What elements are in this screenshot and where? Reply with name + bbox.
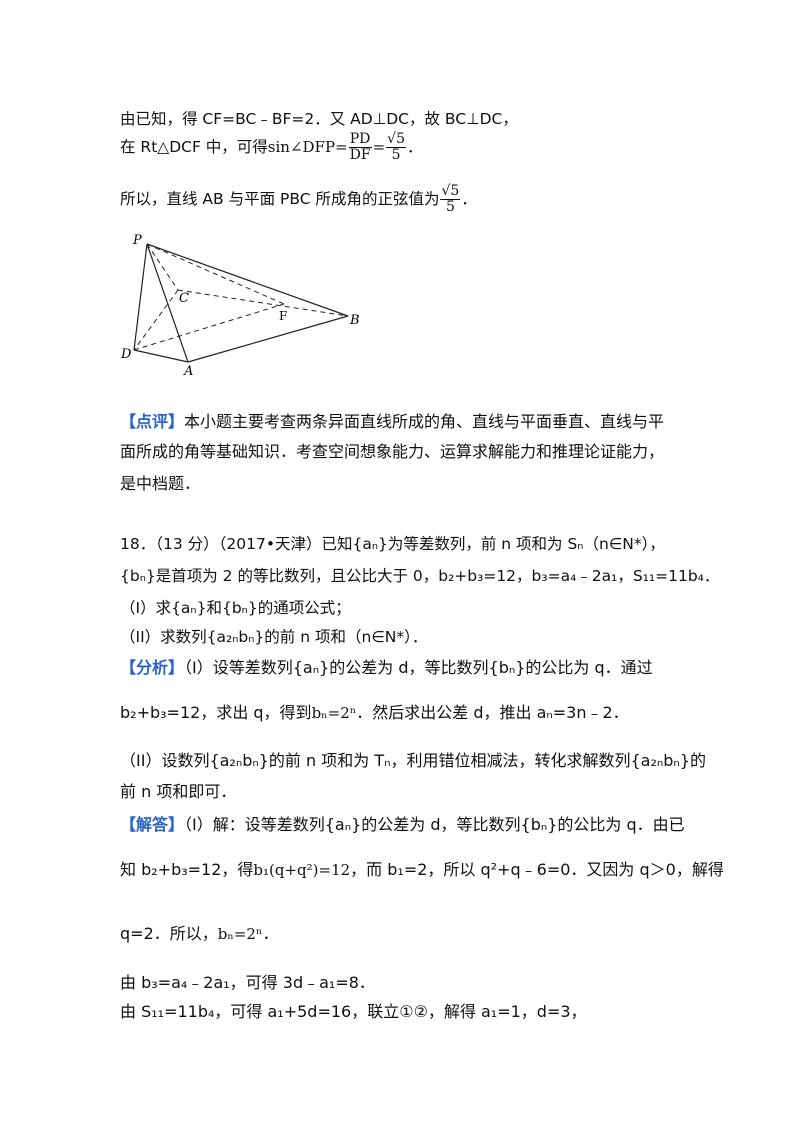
edge-pa	[146, 243, 189, 363]
analysis-line-3: （II）设数列{a₂ₙbₙ}的前 n 项和为 Tₙ，利用错位相减法，转化求解数列…	[120, 751, 706, 770]
label-p: P	[132, 233, 142, 248]
question-18-part-1: （I）求{aₙ}和{bₙ}的通项公式；	[120, 599, 351, 617]
solution-line-1: 由已知，得 CF=BC﹣BF=2．又 AD⊥DC，故 BC⊥DC，	[120, 110, 518, 128]
solution-q18-line-2: 知 b₂+b₃=12，得b₁(q+q²)=12，而 b₁=2，所以 q²+q﹣6…	[120, 860, 724, 879]
label-c: C	[179, 291, 189, 306]
sin-formula: sin∠DFP=	[267, 138, 348, 156]
analysis-tag: 【分析】	[120, 658, 185, 677]
edge-df	[133, 303, 285, 351]
edge-pd	[133, 243, 148, 351]
formula-b1: b₁(q+q²)=12	[253, 861, 351, 879]
label-a: A	[183, 364, 193, 379]
edge-da	[133, 349, 189, 363]
edge-ab	[187, 315, 349, 363]
label-b: B	[349, 313, 360, 328]
formula-bn-2: bₙ=2ⁿ	[217, 925, 263, 943]
comment-line-3: 是中档题．	[120, 474, 201, 493]
label-f: F	[279, 309, 287, 323]
solution-q18-line-3: q=2．所以，bₙ=2ⁿ．	[120, 924, 279, 943]
solution-q18-line-5: 由 S₁₁=11b₄，可得 a₁+5d=16，联立①②，解得 a₁=1，d=3，	[120, 1002, 587, 1021]
solution-q18-line-1: 【解答】（I）解：设等差数列{aₙ}的公差为 d，等比数列{bₙ}的公比为 q．…	[120, 815, 685, 834]
edge-cd	[133, 289, 179, 351]
edge-cb	[177, 289, 349, 317]
question-18-part-2: （II）求数列{a₂ₙbₙ}的前 n 项和（n∈N*）．	[120, 628, 428, 646]
analysis-line-2: b₂+b₃=12，求出 q，得到bₙ=2ⁿ．然后求出公差 d，推出 aₙ=3n﹣…	[120, 703, 629, 722]
edge-pb	[146, 243, 349, 317]
edge-pc	[146, 243, 179, 291]
edge-pf	[146, 243, 285, 305]
pyramid-figure: P C F B D A	[120, 233, 360, 379]
question-18-line-1: 18．（13 分）（2017•天津）已知{aₙ}为等差数列，前 n 项和为 Sₙ…	[120, 535, 665, 553]
comment-tag: 【点评】	[120, 412, 185, 431]
solution-q18-line-4: 由 b₃=a₄﹣2a₁，可得 3d﹣a₁=8．	[120, 973, 375, 992]
question-18-line-2: {bₙ}是首项为 2 的等比数列，且公比大于 0，b₂+b₃=12，b₃=a₄﹣…	[120, 567, 720, 585]
formula-bn: bₙ=2ⁿ	[311, 704, 357, 722]
solution-tag: 【解答】	[120, 815, 185, 834]
comment-line-2: 面所成的角等基础知识．考查空间想象能力、运算求解能力和推理论证能力，	[120, 442, 665, 461]
label-d: D	[120, 347, 132, 362]
comment-line-1: 【点评】本小题主要考查两条异面直线所成的角、直线与平面垂直、直线与平	[120, 412, 665, 431]
analysis-line-1: 【分析】（I）设等差数列{aₙ}的公差为 d，等比数列{bₙ}的公比为 q．通过	[120, 658, 653, 677]
analysis-line-4: 前 n 项和即可．	[120, 782, 237, 801]
